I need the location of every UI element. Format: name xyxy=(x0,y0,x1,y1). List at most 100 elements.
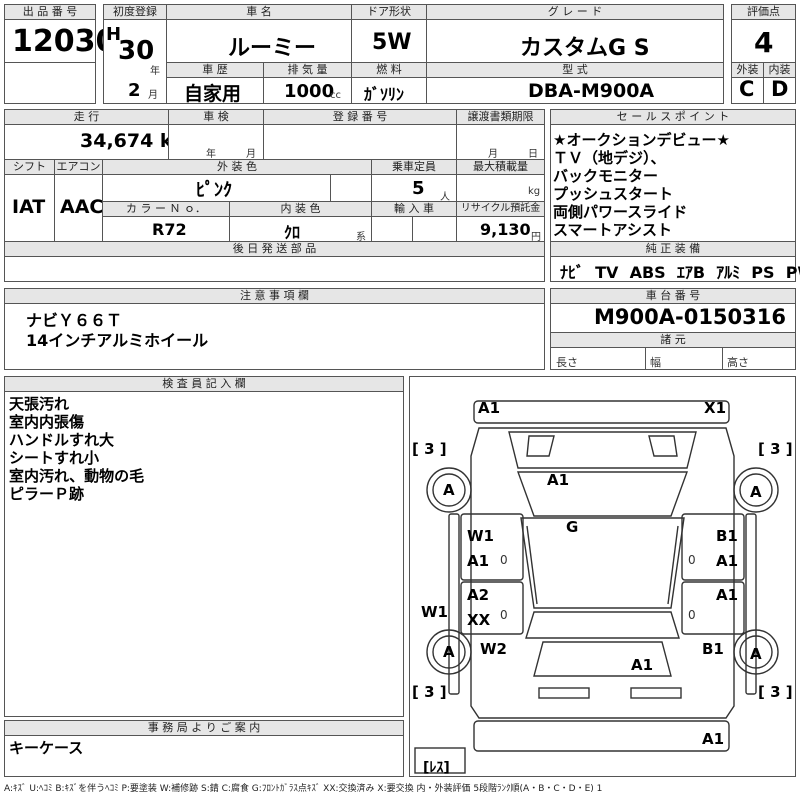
recycle-fee-unit: 円 xyxy=(531,232,541,243)
history-header: 車 歴 xyxy=(166,62,264,78)
mark-rear-hatch: A1 xyxy=(631,656,654,674)
fuel: ｶﾞｿﾘﾝ xyxy=(364,85,405,104)
exterior-color-header: 外 装 色 xyxy=(102,159,372,175)
color-number: R72 xyxy=(152,220,187,239)
registration-year: 30 xyxy=(118,36,155,66)
max-load-unit: kg xyxy=(528,186,541,197)
spec-divider-2 xyxy=(722,347,723,370)
note-line-1: ナビＹ６６Ｔ xyxy=(26,311,123,330)
month-unit: 月 xyxy=(148,90,158,101)
mark-left-quarter-w2: W2 xyxy=(480,640,507,658)
interior-grade-header: 内装 xyxy=(763,62,796,78)
note-line-2: 14インチアルミホイール xyxy=(26,331,209,350)
interior-grade: D xyxy=(771,77,789,101)
office-header: 事 務 局 よ り ご 案 内 xyxy=(4,720,404,736)
import-header: 輸 入 車 xyxy=(371,201,457,217)
registration-number-header: 登 録 番 号 xyxy=(263,109,457,125)
displacement-unit: cc xyxy=(330,90,341,101)
exterior-grade: C xyxy=(739,77,755,101)
mark-front-bumper-right: X1 xyxy=(704,399,727,417)
mark-right-rear-zero: 0 xyxy=(688,608,696,622)
spec-header: 諸 元 xyxy=(550,332,796,348)
sales-point-5: 両側パワースライド xyxy=(553,203,688,221)
inspector-cell xyxy=(4,391,404,717)
mark-left-sill-w1: W1 xyxy=(421,603,448,621)
mark-left-rear-zero: 0 xyxy=(500,608,508,622)
chassis-number: M900A-0150316 xyxy=(594,305,786,329)
exterior-grade-cell xyxy=(731,77,764,104)
spare-tire-label: [ﾚｽ] xyxy=(423,760,450,776)
sales-point-1: ★オークションデビュー★ xyxy=(553,131,730,149)
exterior-color-cell xyxy=(102,174,372,202)
first-registration-header: 初度登録 xyxy=(103,4,167,20)
era: H xyxy=(106,24,122,45)
interior-color-unit: 系 xyxy=(356,232,366,243)
sales-point-4: プッシュスタート xyxy=(553,185,674,203)
shift-header: シフト xyxy=(4,159,55,175)
inspector-line-4: シートすれ小 xyxy=(9,449,100,467)
model-header: 型 式 xyxy=(426,62,724,78)
import-cell xyxy=(371,216,457,242)
mark-wheel-front-right: A xyxy=(750,483,762,501)
grade-cell xyxy=(426,19,724,63)
inspection-header: 車 検 xyxy=(168,109,264,125)
grade-header: グ レ ー ド xyxy=(426,4,724,20)
sales-point-2: ＴＶ（地デジ）、 xyxy=(553,149,666,167)
capacity: 5 xyxy=(412,178,425,199)
legend-footer: A:ｷｽﾞ U:ﾍｺﾐ B:ｷｽﾞを伴うﾍｺﾐ P:要塗装 W:補修跡 S:錆 … xyxy=(4,784,603,794)
spec-cell xyxy=(550,347,796,370)
interior-color-cell xyxy=(229,216,372,242)
color-number-header: カ ラ ー Ｎ ｏ． xyxy=(102,201,230,217)
chassis-header: 車 台 番 号 xyxy=(550,288,796,304)
inspection-year-unit: 年 xyxy=(206,149,216,160)
lot-number-blank xyxy=(4,62,96,104)
interior-grade-cell xyxy=(763,77,796,104)
mark-hood: A1 xyxy=(547,471,570,489)
interior-color: ｸﾛ xyxy=(284,223,301,242)
color-divider xyxy=(330,174,331,202)
recycle-fee-header: リサイクル預託金 xyxy=(456,201,545,217)
car-outline-diagram xyxy=(414,400,779,774)
interior-color-header: 内 装 色 xyxy=(229,201,372,217)
mileage-header: 走 行 xyxy=(4,109,169,125)
mark-left-front-zero: 0 xyxy=(500,553,508,567)
notes-cell xyxy=(4,303,545,370)
max-load-cell xyxy=(456,174,545,202)
spec-length: 長さ xyxy=(556,356,578,369)
recycle-fee: 9,130 xyxy=(480,220,531,239)
displacement-cell xyxy=(263,77,352,104)
tread-rear-right: [ 3 ] xyxy=(758,683,793,701)
equipment-list: ﾅﾋﾞ TV ABS ｴｱB ｱﾙﾐ PS PW xyxy=(560,263,800,282)
sales-point-6: スマートアシスト xyxy=(553,221,672,239)
chassis-cell xyxy=(550,303,796,333)
inspector-line-2: 室内内張傷 xyxy=(9,413,85,431)
sales-point-3: バックモニター xyxy=(553,167,659,185)
model-cell xyxy=(426,77,724,104)
shift: IAT xyxy=(12,196,46,218)
model: DBA-M900A xyxy=(528,80,655,102)
later-parts-header: 後 日 発 送 部 品 xyxy=(4,241,545,257)
mark-left-rear-door-xx: XX xyxy=(467,611,491,629)
exterior-grade-header: 外装 xyxy=(731,62,764,78)
mark-left-front-door-a1: A1 xyxy=(467,552,490,570)
lot-number-cell xyxy=(4,19,96,63)
lot-number: 12030 xyxy=(12,24,117,59)
spec-width: 幅 xyxy=(650,356,661,369)
mark-left-rear-door-a2: A2 xyxy=(467,586,490,604)
inspector-line-3: ハンドルすれ大 xyxy=(9,431,115,449)
aircon: AAC xyxy=(60,196,104,218)
car-name-cell xyxy=(166,19,352,63)
mark-right-front-door-b1: B1 xyxy=(716,527,738,545)
mark-front-bumper-left: A1 xyxy=(478,399,501,417)
mark-rear-bumper: A1 xyxy=(702,730,725,748)
score-header: 評価点 xyxy=(731,4,796,20)
spec-divider-1 xyxy=(645,347,646,370)
inspection-cell xyxy=(168,124,264,160)
displacement-header: 排 気 量 xyxy=(263,62,352,78)
car-name: ルーミー xyxy=(228,36,317,61)
transfer-month-unit: 月 xyxy=(488,149,498,160)
mark-windshield: G xyxy=(566,518,579,536)
fuel-cell xyxy=(351,77,427,104)
mark-wheel-rear-left: A xyxy=(443,643,455,661)
mark-left-front-door-w1: W1 xyxy=(467,527,494,545)
